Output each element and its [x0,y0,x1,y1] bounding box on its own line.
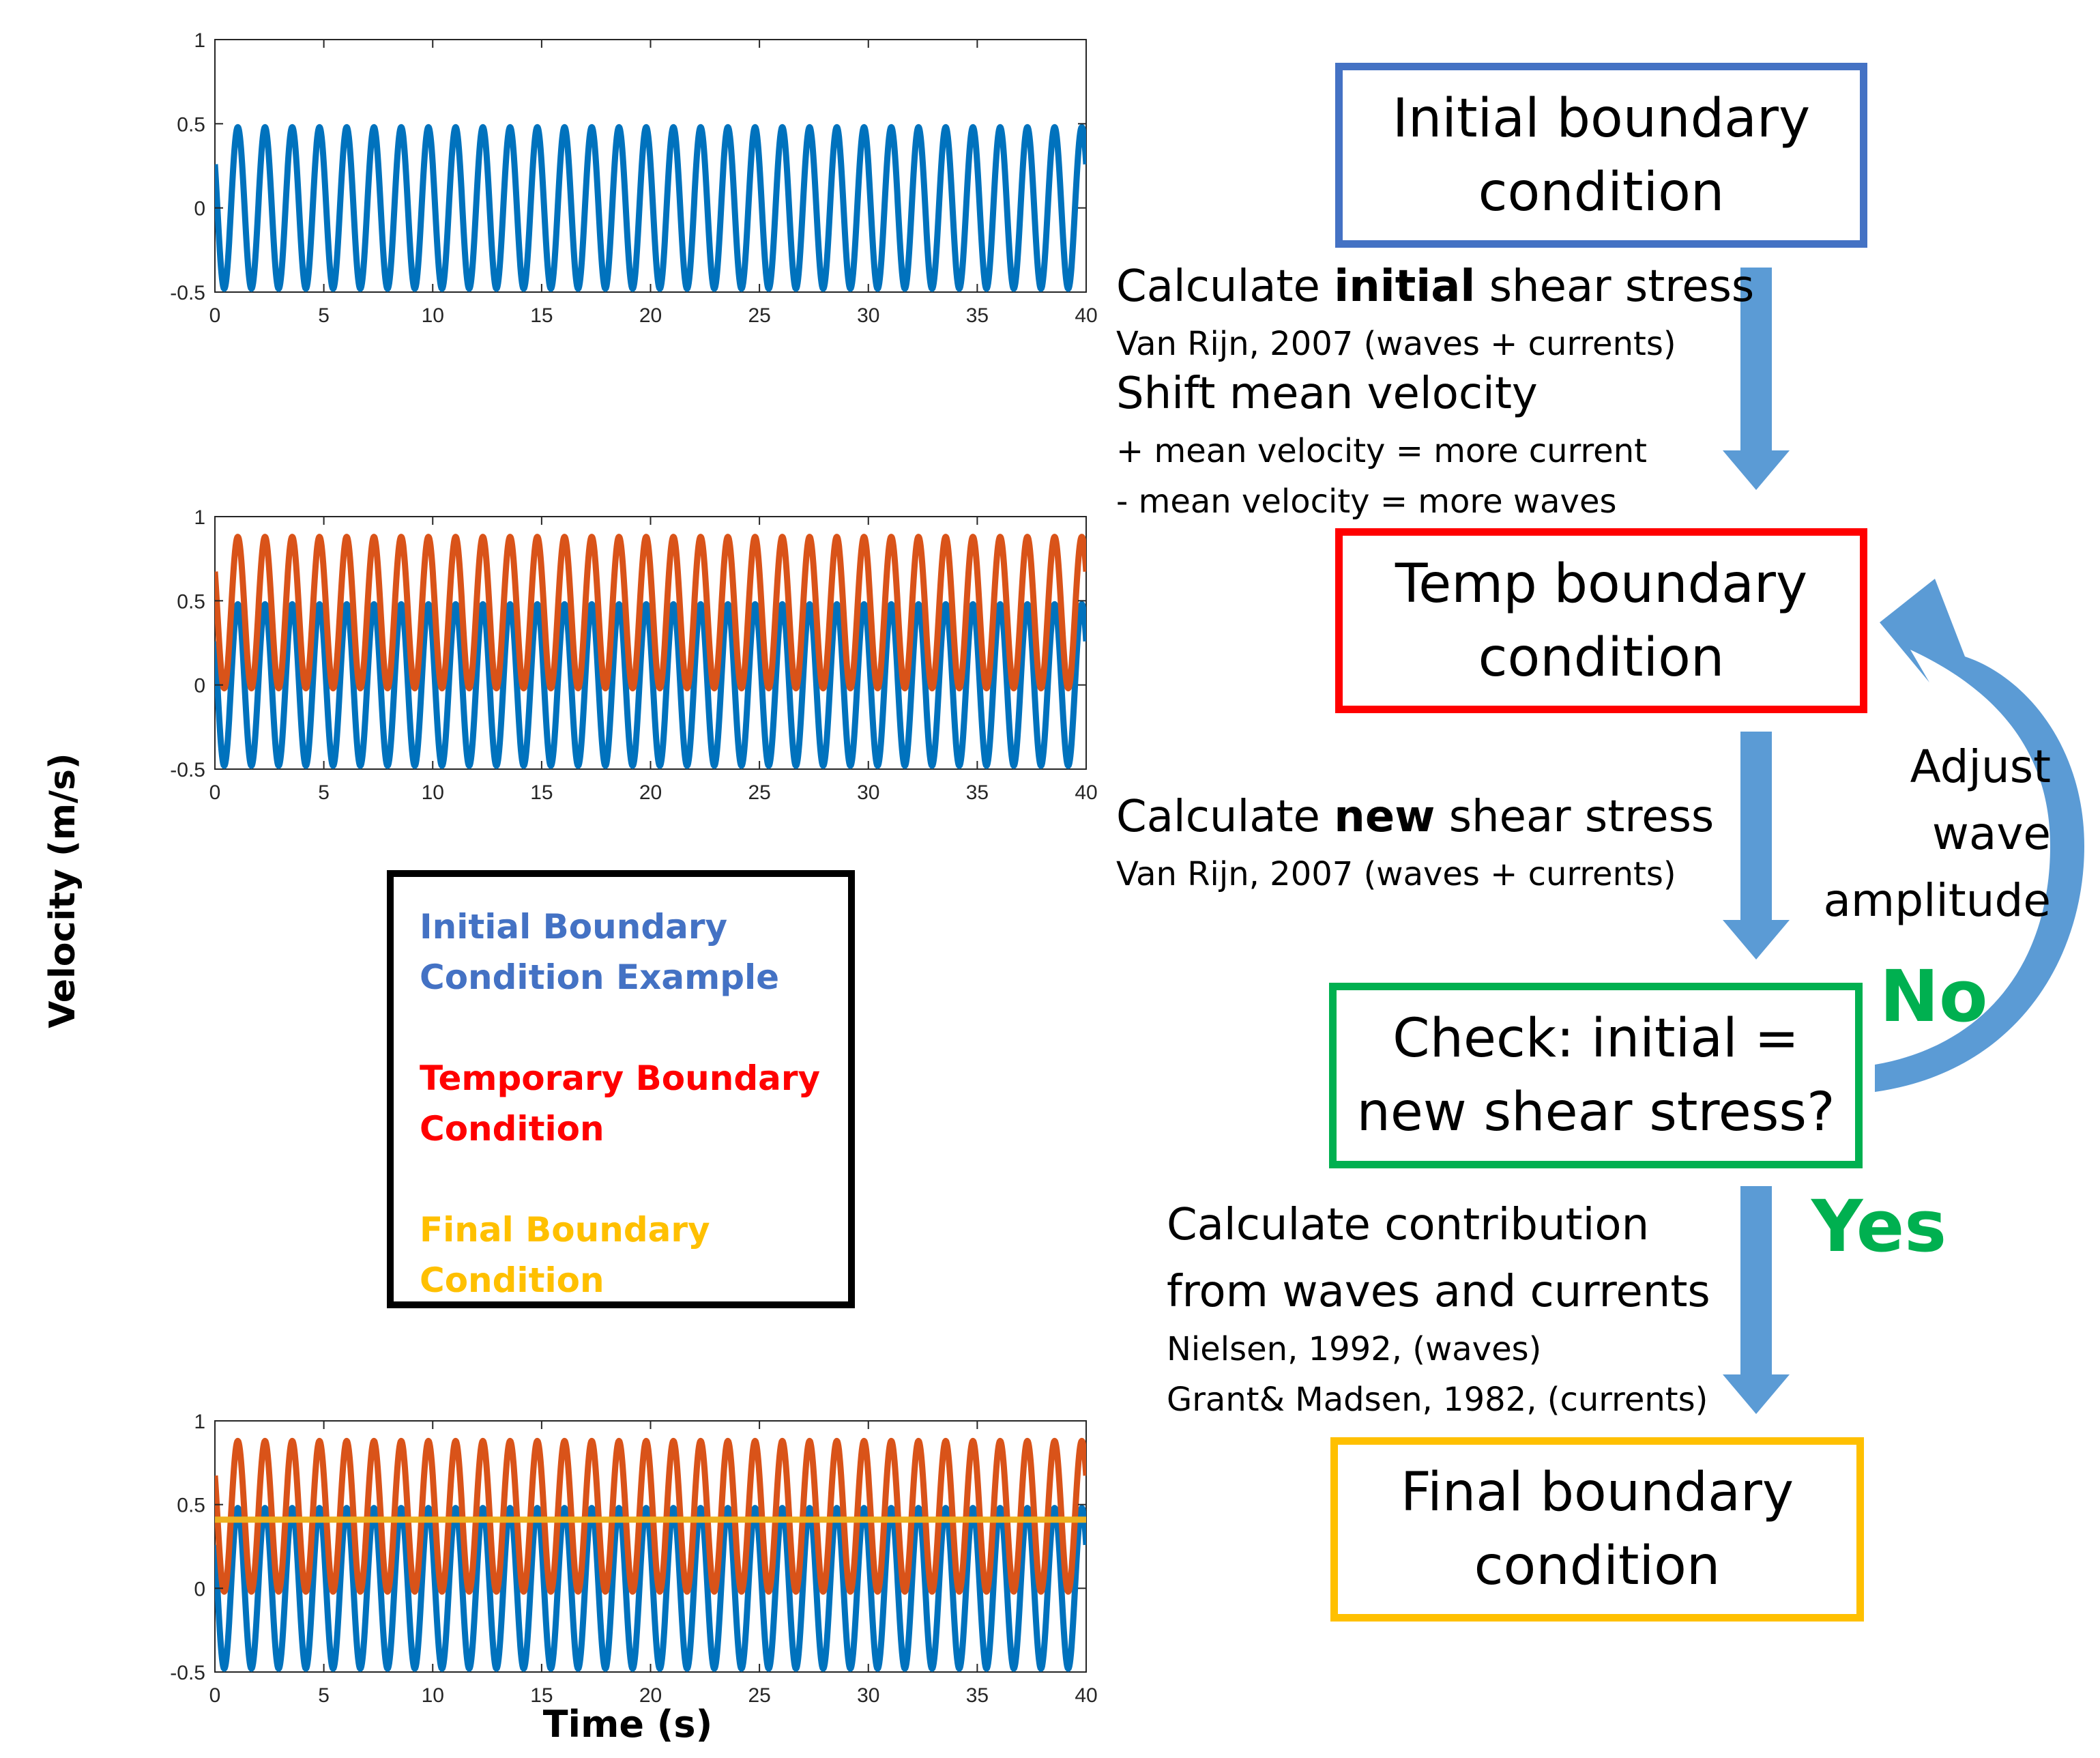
plot-3-ytick-label: -0.5 [170,1662,205,1684]
step1-title: Calculate initial shear stress [1116,259,1754,314]
legend-final: Final Boundary Condition [420,1210,710,1300]
step2-title-post: shear stress [1435,792,1715,842]
plot-1-xtick-label: 5 [318,304,330,327]
plot-2-ytick-label: -0.5 [170,759,205,781]
plot-3-ytick-label: 1 [194,1411,205,1433]
plot-1-xtick-label: 10 [422,304,444,327]
plot-1-ytick-label: 0 [194,198,205,220]
box-final-boundary: Final boundary condition [1330,1437,1864,1622]
plot-2-series-initial [215,601,1086,769]
plot-2-series-temp [215,534,1086,692]
step2-title-pre: Calculate [1116,792,1335,842]
plot-3-xtick-label: 35 [966,1684,989,1707]
step1b-line2: - mean velocity = more waves [1116,482,1617,521]
plot-3-xtick-label: 25 [748,1684,770,1707]
plot-2-xtick-label: 30 [857,781,879,804]
legend-initial: Initial Boundary Condition Example [420,907,780,997]
plot-3-xtick-label: 5 [318,1684,330,1707]
x-axis-title: Time (s) [542,1703,713,1746]
box-temp-boundary: Temp boundary condition [1335,528,1867,713]
plot-1-ytick-label: 0.5 [177,113,205,136]
plot-2-ytick-label: 0 [194,675,205,697]
plot-1-xtick-label: 40 [1075,304,1097,327]
plot-3-xtick-label: 20 [639,1684,662,1707]
plot-3-xtick-label: 15 [530,1684,553,1707]
step3-reference1: Nielsen, 1992, (waves) [1167,1330,1542,1368]
plot-3-xtick-label: 30 [857,1684,879,1707]
plot-2-xtick-label: 25 [748,781,770,804]
plot-3-xtick-label: 40 [1075,1684,1097,1707]
legend-box: Initial Boundary Condition Example Tempo… [387,870,855,1308]
box-check-shear-stress: Check: initial = new shear stress? [1329,983,1863,1168]
plot-1-ytick-label: -0.5 [170,282,205,304]
plot-2-xtick-label: 40 [1075,781,1097,804]
box-initial-boundary: Initial boundary condition [1335,63,1867,248]
plot-1-series-initial [215,124,1086,292]
plot-2-ytick-label: 0.5 [177,590,205,613]
plot-3-series-temp [215,1437,1086,1595]
step3-line2: from waves and currents [1167,1267,1710,1317]
plot-3-ytick-label: 0.5 [177,1495,205,1517]
plot-3-xtick-label: 0 [209,1684,221,1707]
plot-2-xtick-label: 35 [966,781,989,804]
plot-3-series-initial [215,1505,1086,1672]
plot-1-xtick-label: 20 [639,304,662,327]
loop-label-adjust-wave-amplitude: Adjust wave amplitude [1823,740,2051,927]
step3-reference2: Grant& Madsen, 1982, (currents) [1167,1381,1708,1419]
plot-3-ytick-label: 0 [194,1578,205,1600]
plot-1-xtick-label: 15 [530,304,553,327]
step1b-line1: + mean velocity = more current [1116,432,1647,470]
plot-3-xtick-label: 10 [422,1684,444,1707]
step1-title-bold: initial [1334,261,1476,312]
decision-yes-label: Yes [1811,1185,1947,1268]
plot-1-ytick-label: 1 [194,29,205,52]
plot-2-xtick-label: 20 [639,781,662,804]
step1b-title: Shift mean velocity [1116,369,1538,419]
plot-2-xtick-label: 10 [422,781,444,804]
decision-no-label: No [1880,955,1988,1038]
plot-2-ytick-label: 1 [194,506,205,529]
plot-2-xtick-label: 0 [209,781,221,804]
legend-temp: Temporary Boundary Condition [420,1058,821,1149]
step3-line1: Calculate contribution [1167,1200,1650,1250]
step2-reference: Van Rijn, 2007 (waves + currents) [1116,855,1676,893]
y-axis-title-text: Velocity (m/s) [42,753,83,1028]
step2-title-bold: new [1334,792,1435,842]
plot-1-xtick-label: 35 [966,304,989,327]
plot-1-xtick-label: 25 [748,304,770,327]
step1-title-post: shear stress [1475,261,1755,312]
plot-2-xtick-label: 15 [530,781,553,804]
step2-title: Calculate new shear stress [1116,790,1714,844]
plot-2-xtick-label: 5 [318,781,330,804]
step1-reference: Van Rijn, 2007 (waves + currents) [1116,325,1676,363]
plot-1-xtick-label: 30 [857,304,879,327]
step1-title-pre: Calculate [1116,261,1335,312]
plot-1-xtick-label: 0 [209,304,221,327]
